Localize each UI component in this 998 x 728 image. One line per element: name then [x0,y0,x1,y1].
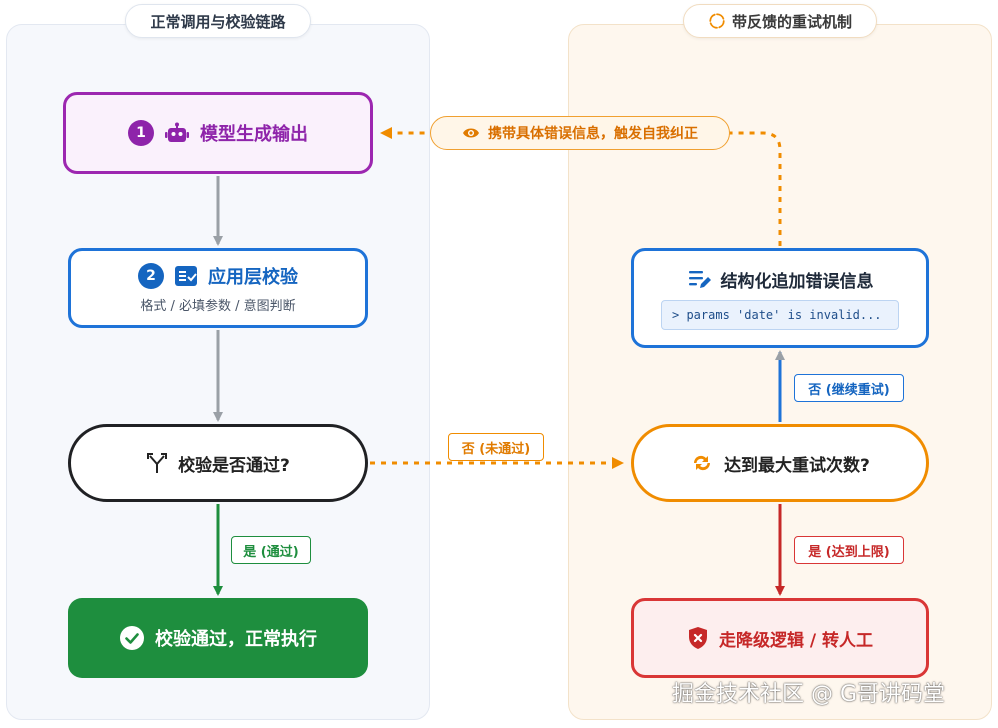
recycle-icon [708,12,726,30]
model-output-title: 模型生成输出 [200,124,308,145]
left-panel-title: 正常调用与校验链路 [125,4,311,38]
edge-label-feedback: 携带具体错误信息，触发自我纠正 [430,116,730,150]
shield-x-icon [687,626,709,650]
right-panel-title-text: 带反馈的重试机制 [731,12,852,31]
fallback-node: 走降级逻辑 / 转人工 [631,598,929,678]
success-title: 校验通过，正常执行 [155,629,317,650]
right-panel-title: 带反馈的重试机制 [683,4,877,38]
step-badge-1: 1 [128,120,154,146]
left-panel-title-text: 正常调用与校验链路 [150,12,286,31]
robot-icon [164,121,190,145]
edge-label-no-retry: 否 (继续重试) [794,374,904,402]
watermark: 掘金技术社区 @ G哥讲码堂 [672,682,946,707]
split-icon [146,452,168,474]
success-node: 校验通过，正常执行 [68,598,368,678]
sync-icon [690,452,714,474]
fallback-title: 走降级逻辑 / 转人工 [718,630,874,651]
checklist-icon [174,265,198,287]
step-badge-2: 2 [138,262,164,289]
decision-pass-node: 校验是否通过? [68,424,368,502]
eye-icon [462,126,480,140]
edit-list-icon [687,268,711,290]
app-check-title: 应用层校验 [208,266,298,288]
model-output-node: 1 模型生成输出 [63,92,373,174]
edge-label-yes-pass: 是 (通过) [231,536,311,564]
decision-retry-node: 达到最大重试次数? [631,424,929,502]
decision-retry-title: 达到最大重试次数? [724,455,870,476]
edge-label-no-pass: 否 (未通过) [448,433,544,461]
decision-pass-title: 校验是否通过? [178,455,290,476]
edge-feedback-loop [380,127,782,246]
feedback-label-text: 携带具体错误信息，触发自我纠正 [488,126,698,142]
app-check-node: 2 应用层校验 格式 / 必填参数 / 意图判断 [68,248,368,328]
structured-error-node: 结构化追加错误信息 > params 'date' is invalid... [631,248,929,348]
check-circle-icon [119,625,145,651]
app-check-subtitle: 格式 / 必填参数 / 意图判断 [140,298,296,314]
structured-error-title: 结构化追加错误信息 [720,271,874,292]
edge-label-yes-limit: 是 (达到上限) [794,536,904,564]
error-code-snippet: > params 'date' is invalid... [661,299,899,330]
